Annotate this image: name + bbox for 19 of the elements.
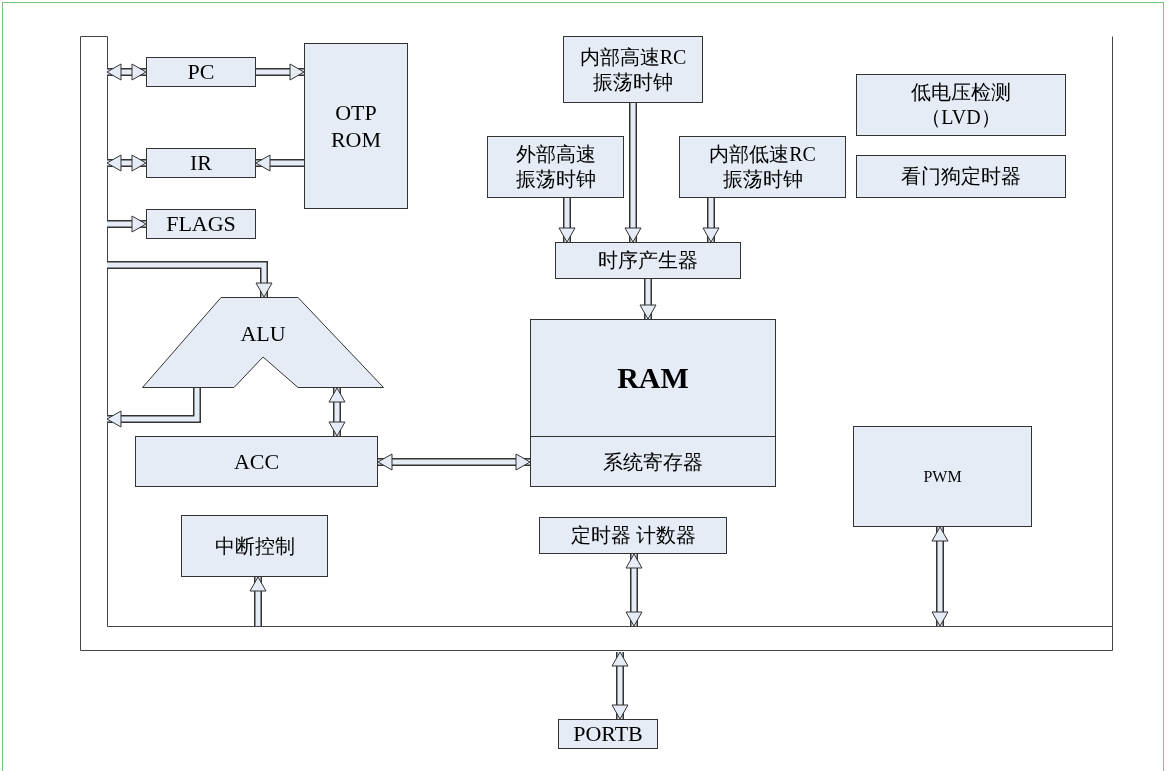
register-box: PC [146, 57, 256, 87]
alu-label: ALU [239, 321, 287, 347]
timer-box: 看门狗定时器 [856, 155, 1066, 198]
memory-block: OTP ROM [304, 43, 408, 209]
port-box: PORTB [558, 719, 658, 749]
controller-box: 中断控制 [181, 515, 328, 577]
peripheral-box: PWM [853, 426, 1032, 527]
register-box: ACC [135, 436, 378, 487]
register-box: FLAGS [146, 209, 256, 239]
oscillator-box: 内部高速RC振荡时钟 [563, 36, 703, 103]
timer-box: 定时器 计数器 [539, 517, 727, 554]
detector-box: 低电压检测（LVD） [856, 74, 1066, 136]
register-box: IR [146, 148, 256, 178]
block-label: 系统寄存器 [531, 436, 775, 487]
oscillator-box: 内部低速RC振荡时钟 [679, 136, 846, 198]
oscillator-box: 外部高速振荡时钟 [487, 136, 624, 198]
generator-box: 时序产生器 [555, 242, 741, 279]
block-title: RAM [616, 360, 690, 397]
memory-block [530, 319, 776, 487]
